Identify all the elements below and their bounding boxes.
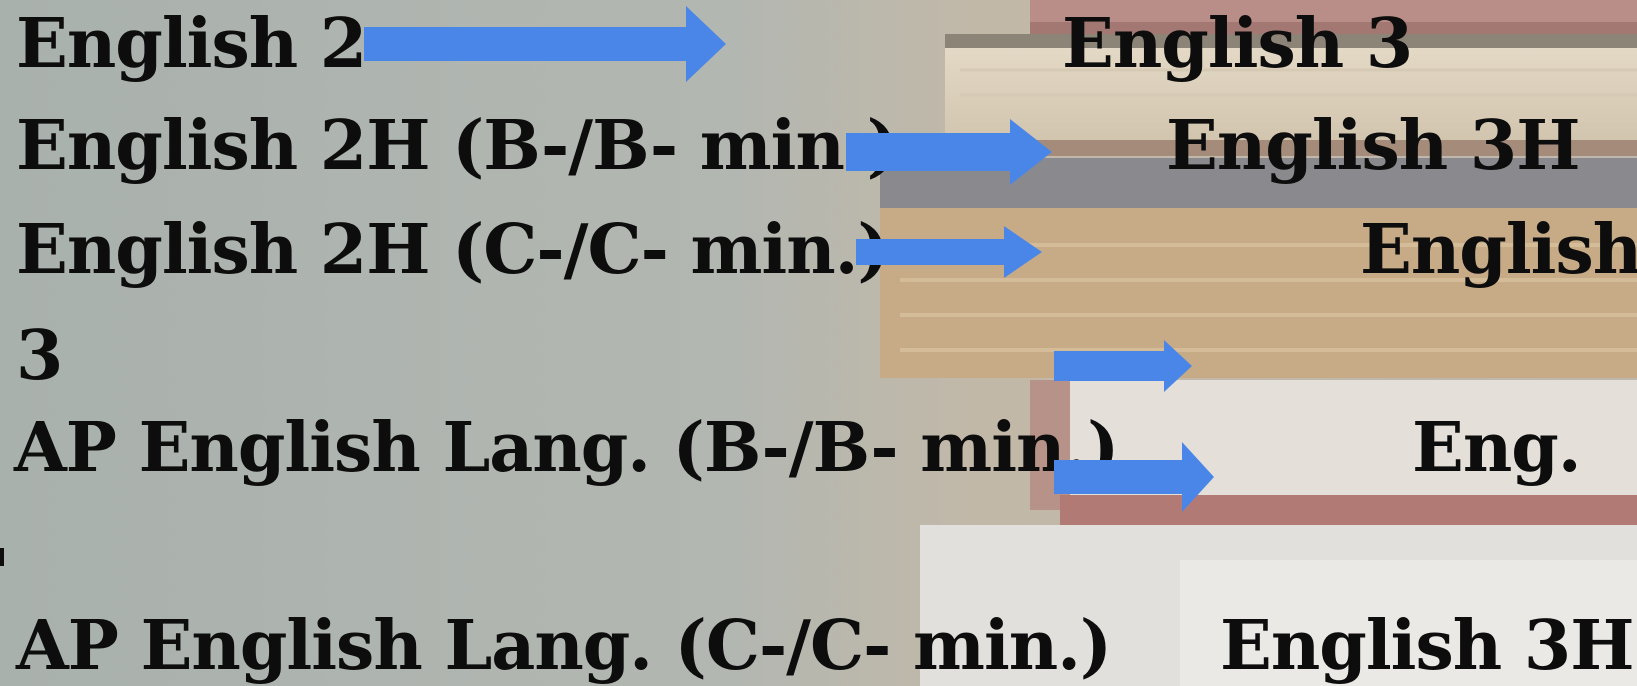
course-english-3h: English 3H	[1166, 106, 1580, 186]
course-english-3h-bottom: English 3H	[1220, 606, 1634, 686]
course-eng: Eng.	[1412, 408, 1581, 488]
course-english-2h-c: English 2H (C-/C- min.)	[16, 210, 890, 290]
course-ap-lang-c: AP English Lang. (C-/C- min.)	[16, 606, 1112, 686]
stray-mark	[0, 548, 4, 566]
course-ap-lang-b: AP English Lang. (B-/B- min.)	[14, 408, 1119, 488]
course-english-2: English 2	[16, 4, 367, 84]
arrow-right-icon	[846, 119, 1052, 185]
arrow-right-icon	[856, 226, 1042, 278]
course-english-3: English 3	[1062, 4, 1413, 84]
arrow-right-icon	[1054, 340, 1192, 392]
course-number-wrap: 3	[16, 316, 63, 396]
course-english-wrapped: English	[1360, 210, 1637, 290]
course-english-2h-b: English 2H (B-/B- min.)	[16, 106, 899, 186]
arrow-right-icon	[1054, 442, 1214, 512]
arrow-right-icon	[364, 6, 726, 82]
